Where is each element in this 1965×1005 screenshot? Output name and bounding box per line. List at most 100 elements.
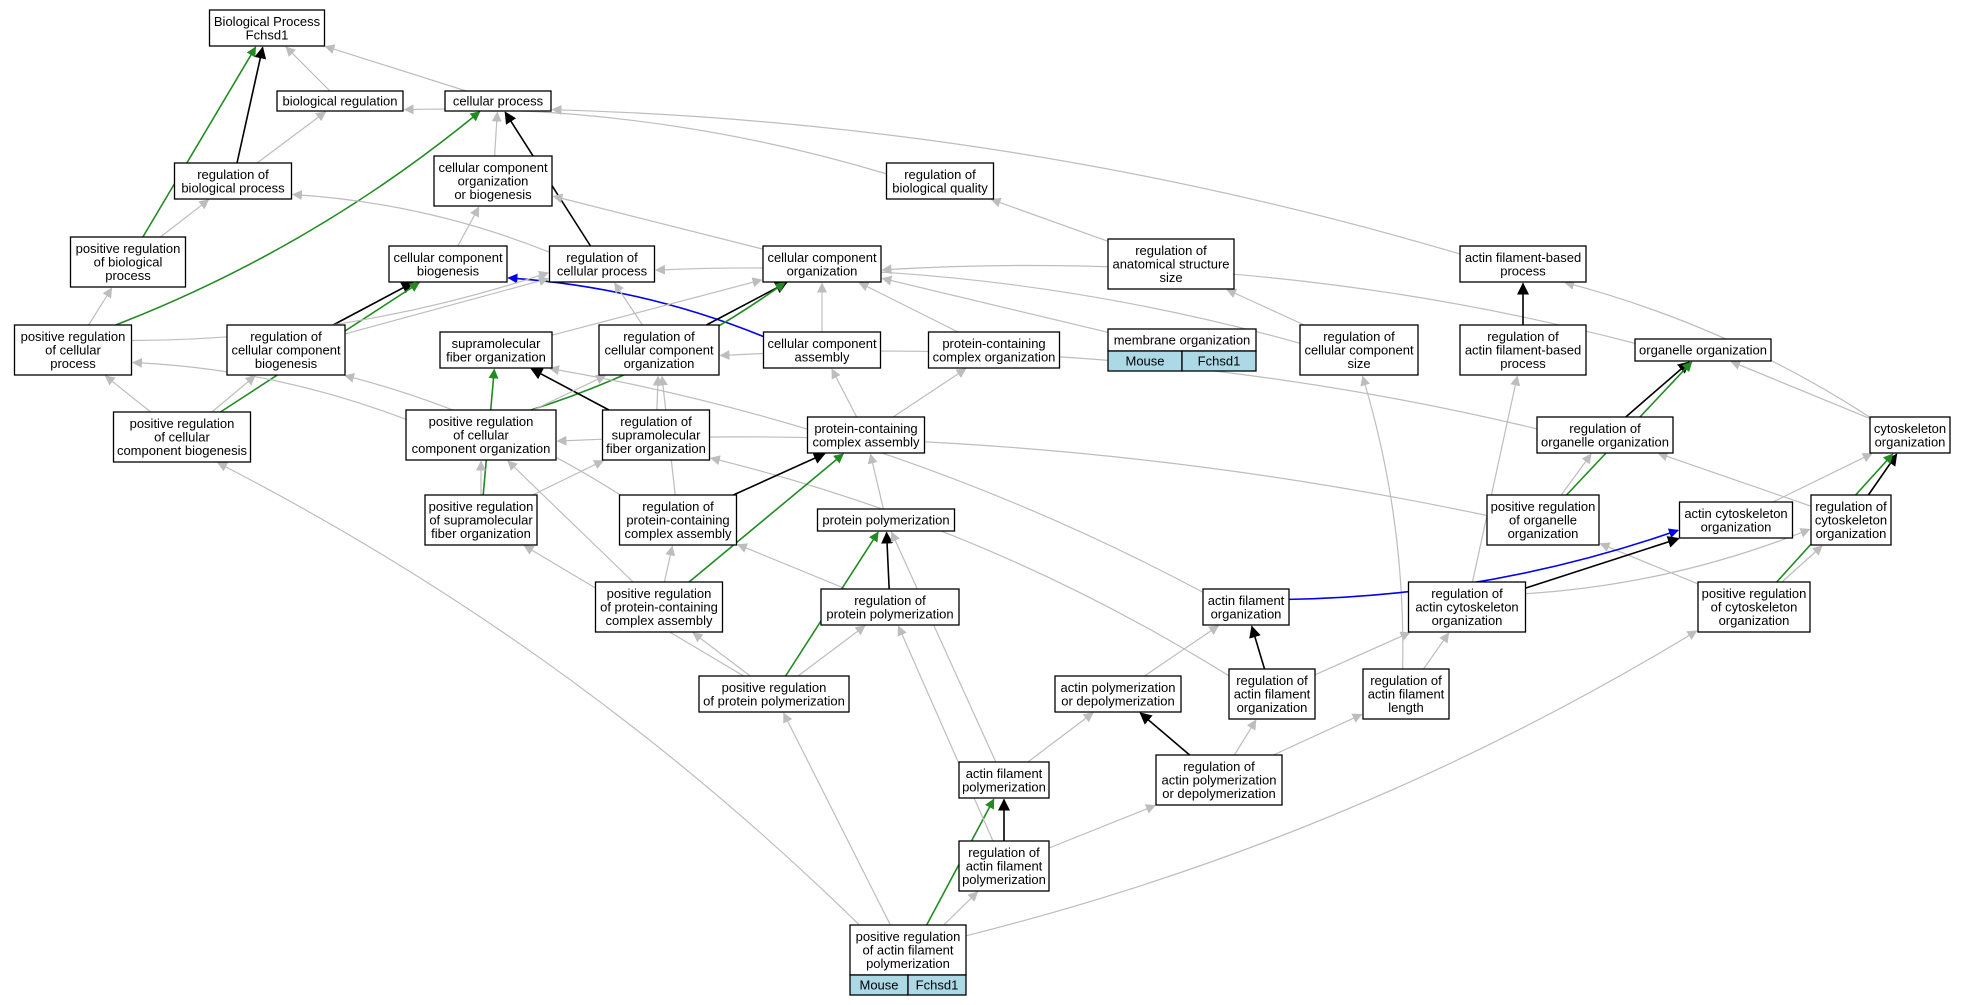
node-label-line: cellular component bbox=[231, 343, 341, 358]
node-label-line: organization bbox=[624, 356, 695, 371]
node-box bbox=[1228, 668, 1316, 720]
node-box bbox=[958, 840, 1050, 892]
node-box bbox=[433, 155, 553, 207]
node-box bbox=[424, 494, 538, 546]
edge-is-a bbox=[1048, 804, 1157, 849]
node-box bbox=[1459, 324, 1587, 376]
node-label-line: organization bbox=[1816, 526, 1887, 541]
node-label-line: cellular component bbox=[438, 160, 548, 175]
node-box bbox=[885, 162, 995, 200]
node-label-line: of organelle bbox=[1509, 513, 1577, 528]
edge-is-a bbox=[131, 270, 549, 342]
edge-is-a bbox=[285, 46, 331, 92]
edge-is-a bbox=[1564, 280, 1871, 418]
node-label-line: or depolymerization bbox=[1061, 693, 1174, 708]
node-label-line: or depolymerization bbox=[1162, 786, 1275, 801]
node-box bbox=[816, 508, 956, 532]
edge-part-of bbox=[1249, 625, 1266, 670]
node-label-line: organization bbox=[1701, 519, 1772, 534]
gene-cell-box bbox=[1181, 350, 1257, 372]
edge-is-a bbox=[1730, 360, 1871, 420]
node-label-line: fiber organization bbox=[431, 526, 531, 541]
node-label-line: positive regulation bbox=[130, 416, 235, 431]
node-label-line: biological quality bbox=[892, 180, 988, 195]
edge-is-a bbox=[692, 632, 751, 677]
edge-is-a bbox=[663, 545, 676, 583]
go-term-node-bioreg[interactable]: biological regulation bbox=[276, 90, 404, 112]
node-label-line: Fchsd1 bbox=[246, 27, 289, 42]
gene-annotation-cell[interactable]: Mouse bbox=[849, 974, 909, 996]
node-label-line: cellular component bbox=[604, 343, 714, 358]
go-term-node-protpoly[interactable]: protein polymerization bbox=[816, 508, 956, 532]
node-box bbox=[1678, 501, 1794, 539]
node-label-line: organization bbox=[1719, 613, 1790, 628]
gene-cell-label: Fchsd1 bbox=[1198, 354, 1241, 369]
node-label-line: organization bbox=[1211, 606, 1282, 621]
gene-annotation-cell[interactable]: Fchsd1 bbox=[907, 974, 967, 996]
node-box bbox=[1486, 494, 1600, 546]
node-label-line: fiber organization bbox=[606, 441, 706, 456]
node-label-line: protein-containing bbox=[814, 421, 917, 436]
node-label-line: organization bbox=[458, 174, 529, 189]
go-term-node-orgorg[interactable]: organelle organization bbox=[1634, 338, 1772, 362]
node-label-line: of cellular bbox=[45, 343, 101, 358]
node-label-line: actin filament bbox=[1368, 687, 1445, 702]
gene-annotation-cell[interactable]: Mouse bbox=[1107, 350, 1183, 372]
go-term-node-cellproc[interactable]: cellular process bbox=[444, 90, 552, 112]
edge-is-a bbox=[552, 193, 764, 250]
node-label-line: cellular component bbox=[393, 250, 503, 265]
gene-annotation-cell[interactable]: Fchsd1 bbox=[1181, 350, 1257, 372]
edge-is-a bbox=[1471, 375, 1521, 583]
edge-is-a bbox=[736, 543, 847, 590]
edge-part-of bbox=[1867, 453, 1898, 496]
node-label-line: actin cytoskeleton bbox=[1684, 506, 1787, 521]
node-label-line: component biogenesis bbox=[117, 443, 248, 458]
node-label-line: membrane organization bbox=[1114, 333, 1251, 348]
node-label-line: actin filament-based bbox=[1465, 250, 1581, 265]
